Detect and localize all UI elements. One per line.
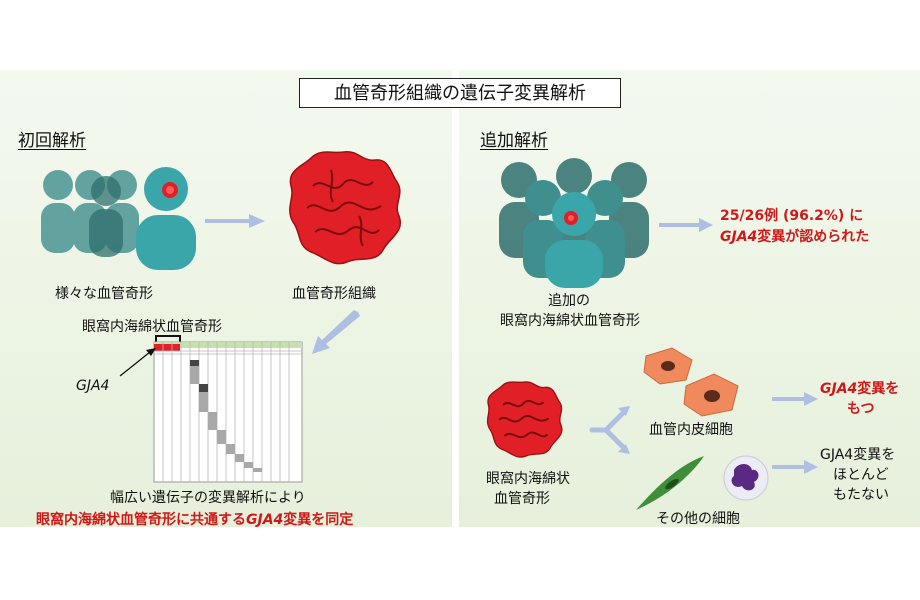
endothelial-cells-icon [643,347,739,417]
other-result-line3: もたない [833,487,889,503]
people-group-icon [41,167,196,270]
other-cells-icon [636,455,769,510]
endothelial-result-line2: もつ [847,401,875,417]
arrow-icon [772,460,818,474]
other-result-line2: ほとんど [833,467,889,483]
result-line2: GJA4変異が認められた [720,229,870,245]
people-group-large-icon [499,158,649,288]
caption-line1: 幅広い遺伝子の変異解析により [110,490,306,506]
endothelial-result-line1: GJA4変異を [820,381,900,397]
main-title: 血管奇形組織の遺伝子変異解析 [299,78,621,108]
arrow-icon [205,214,265,228]
panel-divider [452,70,459,527]
tissue-blob-small-icon [486,381,563,458]
mutation-matrix [153,341,303,483]
tissue-small-label-line1: 眼窩内海綿状 [486,471,570,487]
tissue-label: 血管奇形組織 [292,286,376,302]
gene-pointer-arrow [119,348,156,377]
tissue-small-label-line2: 血管奇形 [494,491,550,507]
split-arrow-icon [589,406,630,454]
result-line1: 25/26例 (96.2%) に [720,208,864,224]
arrow-icon [772,392,818,406]
right-heading: 追加解析 [480,131,548,151]
additional-label-line2: 眼窩内海綿状血管奇形 [500,313,640,329]
arrow-icon [659,218,713,232]
tissue-blob-icon [289,151,402,265]
left-heading: 初回解析 [18,131,86,151]
bracket-icon [155,335,181,344]
people-label: 様々な血管奇形 [55,286,153,302]
other-cells-label: その他の細胞 [656,511,740,527]
conclusion-text: 眼窩内海綿状血管奇形に共通するGJA4変異を同定 [36,512,354,528]
arrow-icon [312,310,360,354]
gene-label: GJA4 [76,378,110,394]
endothelial-label: 血管内皮細胞 [649,422,733,438]
other-result-line1: GJA4変異を [820,447,896,463]
additional-label-line1: 追加の [548,293,590,309]
matrix-label: 眼窩内海綿状血管奇形 [82,319,222,335]
